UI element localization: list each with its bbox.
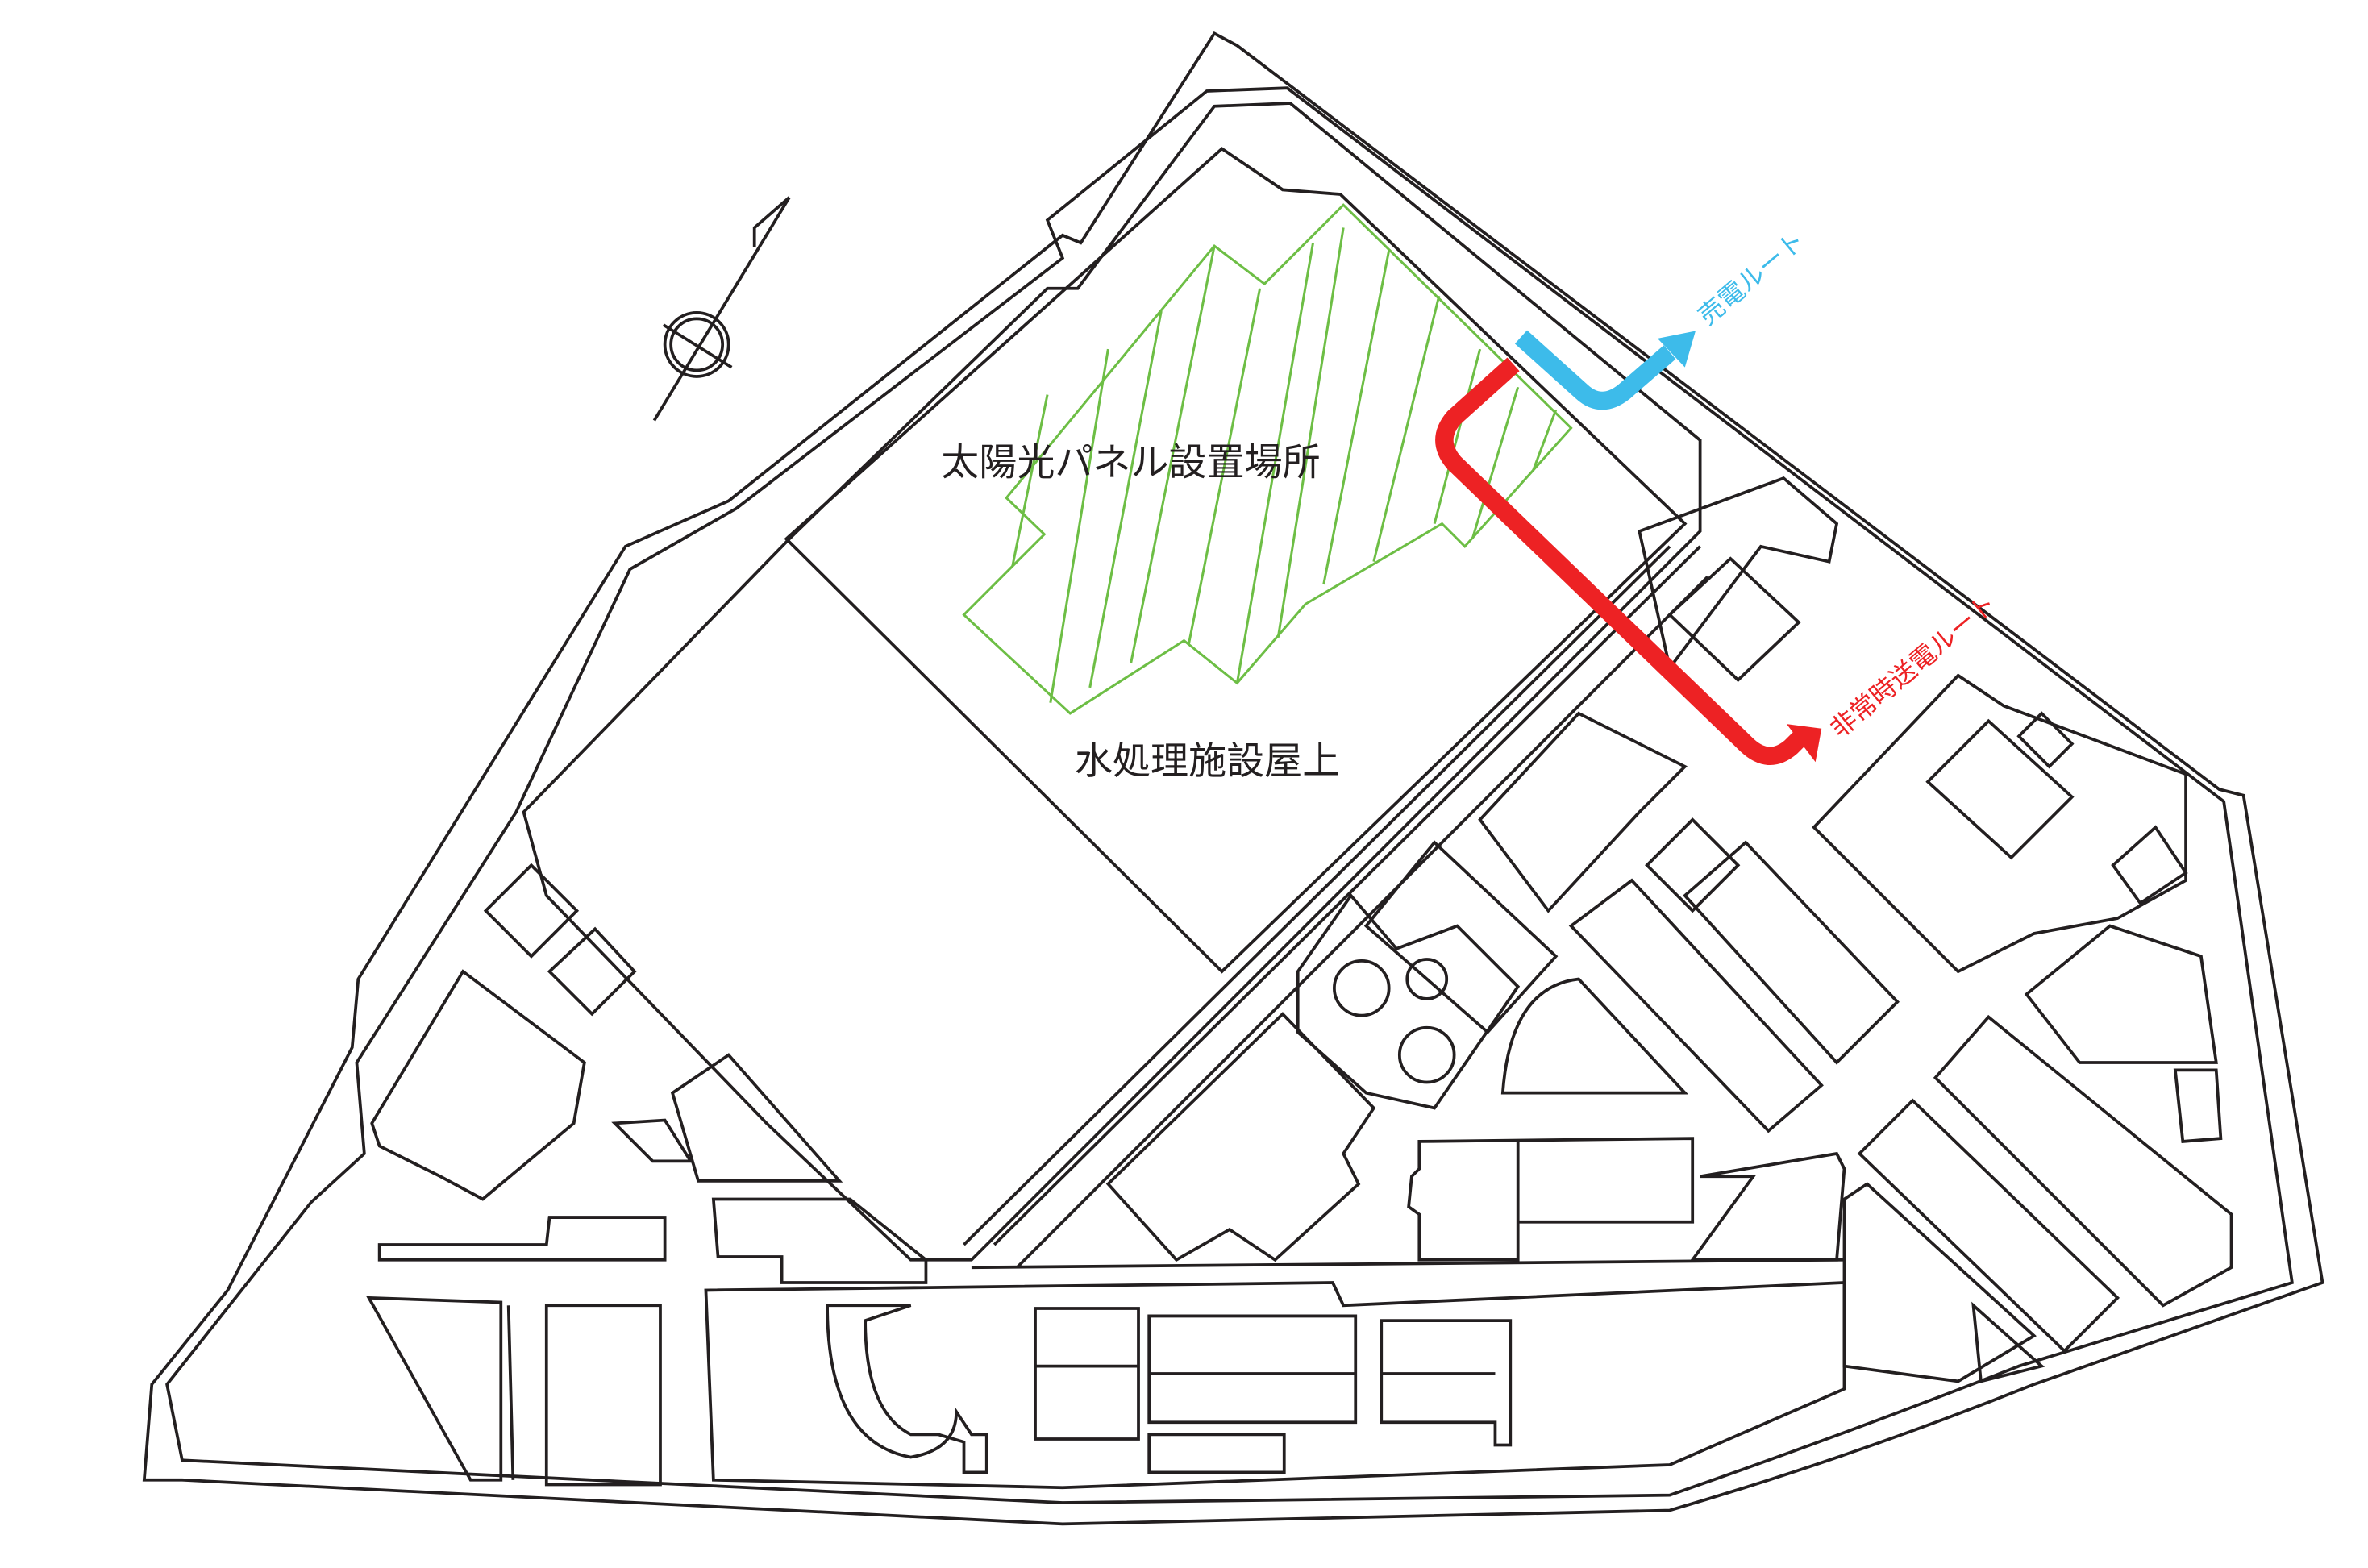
inner-road xyxy=(165,86,2294,1504)
diagonal-road xyxy=(963,545,1709,1269)
water-treatment-rooftop xyxy=(784,147,1688,974)
emergency-route-arrow xyxy=(1435,357,1822,765)
buildings xyxy=(366,476,2233,1490)
rooftop-label: 水処理施設屋上 xyxy=(1075,739,1340,784)
site-boundary xyxy=(142,31,2324,1526)
inner-road-2 xyxy=(522,102,1702,1262)
compass-north-icon xyxy=(652,196,791,422)
solar-area-label: 太陽光パネル設置場所 xyxy=(941,440,1320,485)
solar-panel-area xyxy=(962,203,1573,715)
sale-route-label: 売電ルート xyxy=(1692,225,1811,331)
sale-route-arrow xyxy=(1514,330,1696,410)
